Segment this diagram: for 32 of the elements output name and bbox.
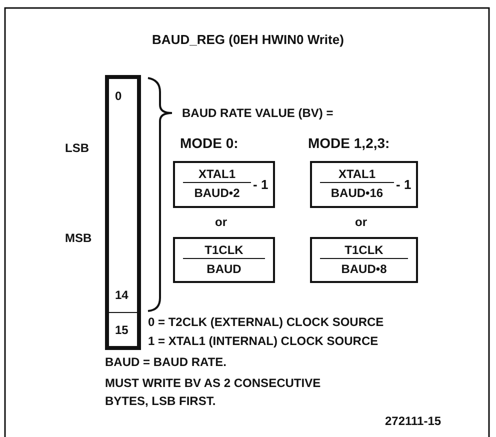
formula-box [173,237,275,283]
fraction-denominator: BAUD•2 [193,186,241,200]
bit-order-label: MSB [65,231,92,245]
register-field [105,75,141,314]
mode-heading: MODE 1,2,3: [308,135,390,151]
figure-number: 272111-15 [385,414,442,428]
formula-box [310,237,418,283]
bit-order-label: LSB [65,141,89,155]
fraction-numerator: T1CLK [183,243,265,259]
fraction-denominator: BAUD•16 [330,186,384,200]
fraction-numerator: XTAL1 [320,167,394,183]
note-text: BAUD = BAUD RATE. [105,355,226,369]
fraction-denominator: BAUD [206,262,242,276]
formula-term: - 1 [396,177,412,192]
bit-value-note: 0 = T2CLK (EXTERNAL) CLOCK SOURCE [148,315,384,329]
mode-heading: MODE 0: [180,135,238,151]
or-text: or [215,215,227,229]
bit-number: 14 [115,288,128,302]
or-text: or [355,215,367,229]
formula-term: - 1 [253,177,268,192]
fraction-numerator: XTAL1 [183,167,251,183]
formula-box [310,161,418,208]
field-description: BAUD RATE VALUE (BV) = [182,106,334,120]
bit-value-note: 1 = XTAL1 (INTERNAL) CLOCK SOURCE [148,334,378,348]
diagram-title: BAUD_REG (0EH HWIN0 Write) [151,32,345,47]
bit-number: 0 [115,89,122,103]
formula-box [173,161,275,208]
bit-number: 15 [115,322,128,336]
fraction-numerator: T1CLK [320,243,408,259]
register-field [105,313,141,350]
note-text: MUST WRITE BV AS 2 CONSECUTIVE BYTES, LSB FIRST. [105,375,322,410]
fraction-denominator: BAUD•8 [340,262,388,276]
